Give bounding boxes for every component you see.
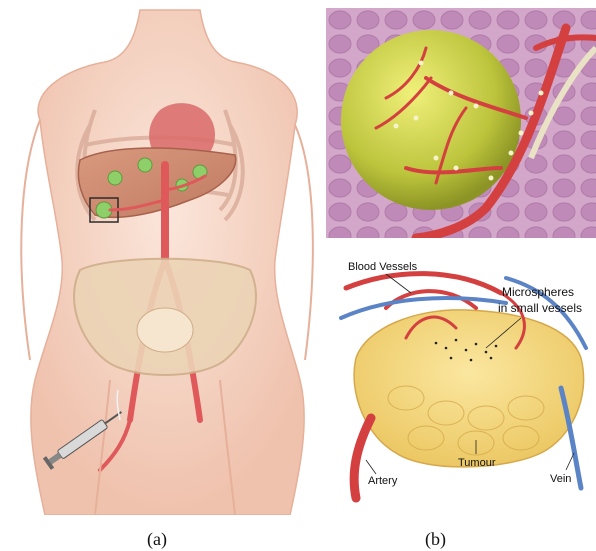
torso-illustration <box>0 0 320 515</box>
label-microspheres-line2: in small vessels <box>498 301 582 315</box>
tumour-mass <box>354 310 584 467</box>
label-blood-vessels: Blood Vessels <box>348 261 418 273</box>
label-artery: Artery <box>368 475 398 487</box>
tumour-closeup-illustration <box>326 8 596 238</box>
caption-a: (a) <box>147 529 167 550</box>
caption-b: (b) <box>425 529 446 550</box>
label-tumour: Tumour <box>458 457 496 469</box>
label-vein: Vein <box>550 473 571 485</box>
tumour-cross-section-diagram: Blood Vessels Microspheres in small vess… <box>326 248 596 503</box>
tumour-sphere <box>341 30 521 210</box>
label-microspheres-line1: Microspheres <box>502 285 574 299</box>
